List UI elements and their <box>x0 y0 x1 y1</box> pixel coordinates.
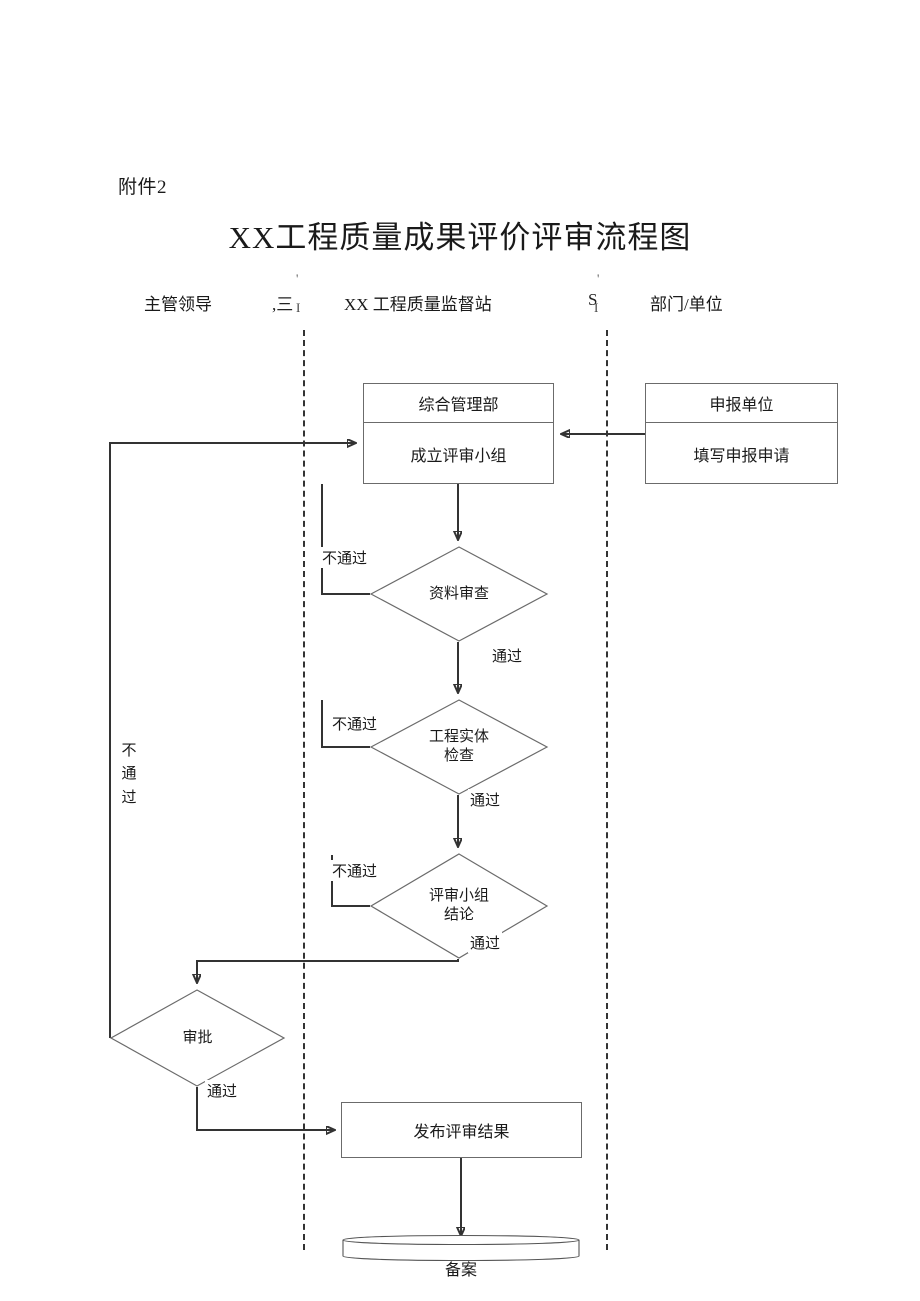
attachment-label: 附件2 <box>118 177 168 198</box>
lane-header-supervising-leader: 主管领导 <box>144 295 212 314</box>
cylinder-shape <box>342 1234 580 1262</box>
diamond-shape <box>369 546 549 642</box>
edge-label-approval-fail-char-3: 过 <box>121 789 137 806</box>
node-document-review[interactable]: 资料审查 <box>369 546 549 642</box>
node-site-inspection-label: 工程实体 检查 <box>428 729 489 764</box>
edge-label-doc-review-pass: 通过 <box>490 645 525 666</box>
lane-divider-mark-right: S <box>588 290 598 309</box>
lane-divider-tick-left-icon: I <box>296 300 301 315</box>
node-applicant-body: 填写申报申请 <box>693 448 790 465</box>
edge-label-site-inspect-fail: 不通过 <box>330 713 380 734</box>
node-panel-conclusion[interactable]: 评审小组 结论 <box>369 853 549 959</box>
edge-label-approval-fail: 不 通 过 <box>120 740 138 810</box>
diamond-shape <box>109 989 286 1087</box>
edge-doc-review-fail <box>321 484 370 595</box>
node-archive[interactable]: 备案 <box>341 1232 581 1292</box>
edge-label-approval-fail-char-1: 不 <box>121 743 137 759</box>
edge-approval-fail-return <box>109 443 355 1038</box>
node-admin-dept-body: 成立评审小组 <box>410 448 507 465</box>
edge-label-approval-fail-char-2: 通 <box>121 766 137 783</box>
lane-divider-right <box>606 330 608 1250</box>
lane-divider-tick-right-icon: I <box>594 300 599 315</box>
edge-panel-concl-pass-to-approval <box>197 959 459 982</box>
edge-label-site-inspect-pass: 通过 <box>468 789 503 810</box>
node-approval[interactable]: 审批 <box>109 989 286 1087</box>
node-archive-label: 备案 <box>444 1262 477 1279</box>
diamond-shape <box>369 699 549 795</box>
edge-label-approval-pass: 通过 <box>205 1080 240 1101</box>
node-approval-label: 审批 <box>182 1029 213 1046</box>
lane-divider-cap-left-icon: ' <box>296 271 299 286</box>
node-applicant[interactable]: 申报单位 填写申报申请 <box>645 383 838 484</box>
node-publish-results[interactable]: 发布评审结果 <box>341 1102 582 1158</box>
page-title: XX工程质量成果评价评审流程图 <box>228 220 692 255</box>
edge-label-panel-concl-fail: 不通过 <box>330 860 380 881</box>
node-applicant-header: 申报单位 <box>646 384 837 423</box>
lane-divider-cap-right-icon: ' <box>597 271 600 286</box>
node-admin-dept[interactable]: 综合管理部 成立评审小组 <box>363 383 554 484</box>
lane-header-quality-supervision-station: XX 工程质量监督站 <box>344 295 492 314</box>
node-document-review-label: 资料审查 <box>428 585 489 602</box>
edge-label-doc-review-fail: 不通过 <box>320 547 370 568</box>
node-admin-dept-header: 综合管理部 <box>364 384 553 423</box>
lane-divider-mark-left: ,三 <box>272 295 294 314</box>
node-site-inspection[interactable]: 工程实体 检查 <box>369 699 549 795</box>
node-panel-conclusion-label: 评审小组 结论 <box>428 888 489 923</box>
lane-header-department-unit: 部门/单位 <box>650 295 723 314</box>
lane-divider-left <box>303 330 305 1250</box>
edge-label-panel-concl-pass: 通过 <box>468 932 503 953</box>
diamond-shape <box>369 853 549 959</box>
